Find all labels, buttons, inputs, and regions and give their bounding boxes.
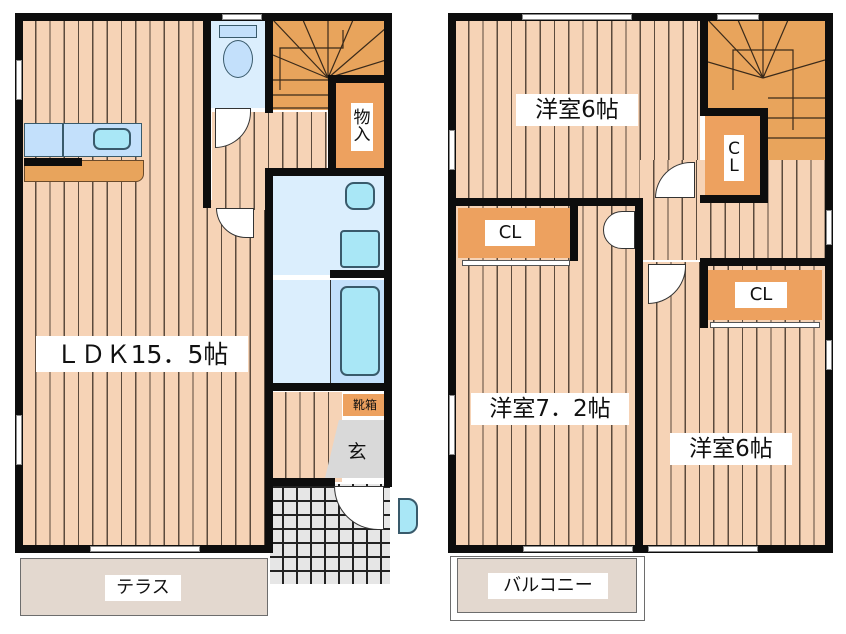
closet-west-label: CL: [485, 220, 535, 246]
wall: [448, 198, 643, 206]
window: [449, 395, 455, 455]
closet-east-door: [710, 322, 820, 328]
window: [717, 14, 759, 20]
wall: [265, 383, 390, 391]
window: [222, 14, 262, 20]
balcony-label: バルコニー: [488, 573, 608, 599]
bedroom-west-label: 洋室7．2帖: [471, 393, 629, 425]
closet-east-label: CL: [735, 282, 787, 308]
washing-machine-icon: [340, 230, 380, 268]
bedroom-north-label: 洋室6帖: [516, 94, 638, 126]
window: [16, 415, 22, 465]
stairs-icon: [273, 20, 386, 109]
ldk-floor-lower: [22, 200, 268, 550]
shoe-box-label: 靴箱: [352, 398, 377, 412]
wall: [700, 108, 768, 116]
wall: [384, 13, 392, 487]
hallway-floor-2: [212, 170, 267, 210]
wall: [265, 478, 335, 486]
sliding-window: [523, 546, 633, 552]
wall: [328, 75, 336, 168]
wall: [700, 258, 830, 266]
kitchen-counter-divider: [62, 123, 64, 157]
wall: [330, 270, 390, 278]
wall: [700, 195, 768, 203]
entrance-label: 玄: [347, 440, 367, 463]
bedroom-west-door-swing: [603, 211, 635, 249]
dressing-area: [272, 280, 330, 383]
wall: [203, 13, 211, 208]
shoe-box: [343, 394, 388, 416]
toilet-bowl-icon: [223, 40, 253, 78]
closet-west-door: [462, 260, 570, 266]
closet-stair-label-top: C: [728, 139, 740, 159]
mailbox-icon: [398, 498, 418, 534]
bedroom-west-floor: [455, 200, 635, 550]
stairs-icon: [708, 20, 825, 139]
window: [522, 14, 632, 20]
storage-label: 物 入: [351, 103, 373, 151]
storage-label-top: 物: [353, 108, 371, 128]
wall: [265, 168, 390, 176]
window: [826, 210, 832, 245]
wall: [760, 108, 768, 203]
wall: [330, 75, 390, 83]
wall: [825, 13, 833, 553]
toilet-tank: [219, 25, 257, 38]
wall: [635, 206, 643, 553]
sliding-window: [648, 546, 758, 552]
wall: [700, 13, 708, 115]
window: [16, 60, 22, 100]
wall: [448, 13, 832, 21]
kitchen-wall: [24, 158, 82, 166]
closet-stair-label-bottom: L: [729, 156, 739, 176]
wall: [570, 206, 578, 261]
washbasin-icon: [345, 182, 375, 210]
window: [449, 130, 455, 170]
wall: [448, 13, 456, 553]
closet-stair-label: C L: [724, 135, 744, 181]
storage-label-bottom: 入: [353, 125, 371, 145]
sink-icon: [93, 128, 131, 150]
wall: [700, 258, 708, 328]
wall: [15, 13, 23, 553]
sliding-window: [90, 546, 200, 552]
wall: [265, 168, 273, 553]
ldk-label: ＬＤＫ15．5帖: [36, 336, 248, 372]
terrace-label: テラス: [105, 575, 181, 601]
window: [826, 340, 832, 370]
wall: [15, 13, 388, 21]
bathtub-icon: [340, 286, 380, 376]
wall: [265, 13, 273, 113]
bedroom-east-label: 洋室6帖: [670, 433, 792, 465]
